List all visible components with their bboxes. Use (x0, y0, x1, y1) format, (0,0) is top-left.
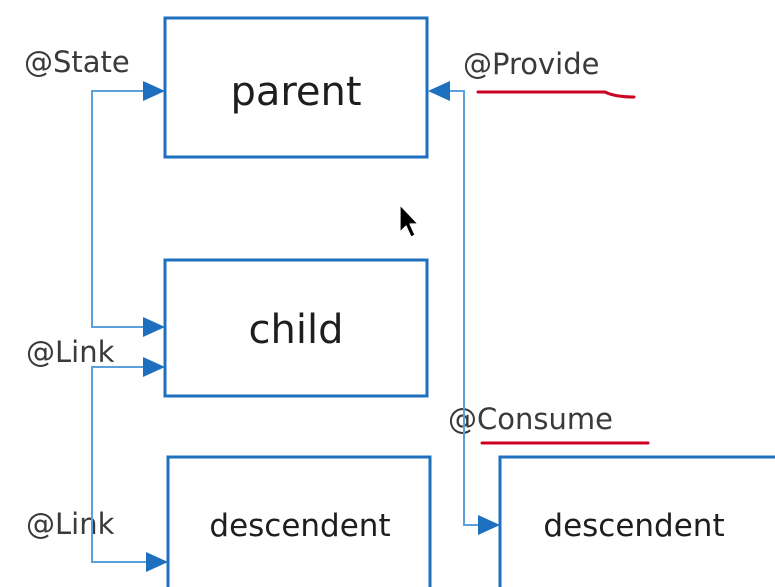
parent-label: parent (230, 69, 361, 115)
descendent-right-box (498, 455, 775, 587)
provide-consume-connector (448, 90, 480, 526)
descendent-left-box (166, 455, 432, 587)
arrowhead-parent-right (428, 81, 450, 101)
state-link-connector (91, 90, 145, 328)
arrowhead-descendent-right (478, 515, 500, 535)
child-box (163, 258, 429, 398)
link-descendent-annotation: @Link (26, 507, 115, 541)
child-label: child (249, 307, 344, 353)
descendent-right-label: descendent (543, 508, 724, 544)
mouse-pointer-icon (399, 204, 419, 238)
parent-box (163, 16, 429, 159)
consume-annotation: @Consume (448, 402, 613, 436)
arrowhead-parent-left (143, 81, 165, 101)
provide-annotation: @Provide (463, 47, 599, 81)
arrowhead-child-upper (143, 317, 165, 337)
link-descendent-connector (91, 366, 148, 563)
arrowhead-descendent-left (146, 552, 168, 572)
provide-underline (476, 90, 636, 99)
link-child-annotation: @Link (26, 335, 115, 369)
state-annotation: @State (24, 45, 130, 79)
descendent-left-label: descendent (209, 508, 390, 544)
arrowhead-child-lower (143, 357, 165, 377)
